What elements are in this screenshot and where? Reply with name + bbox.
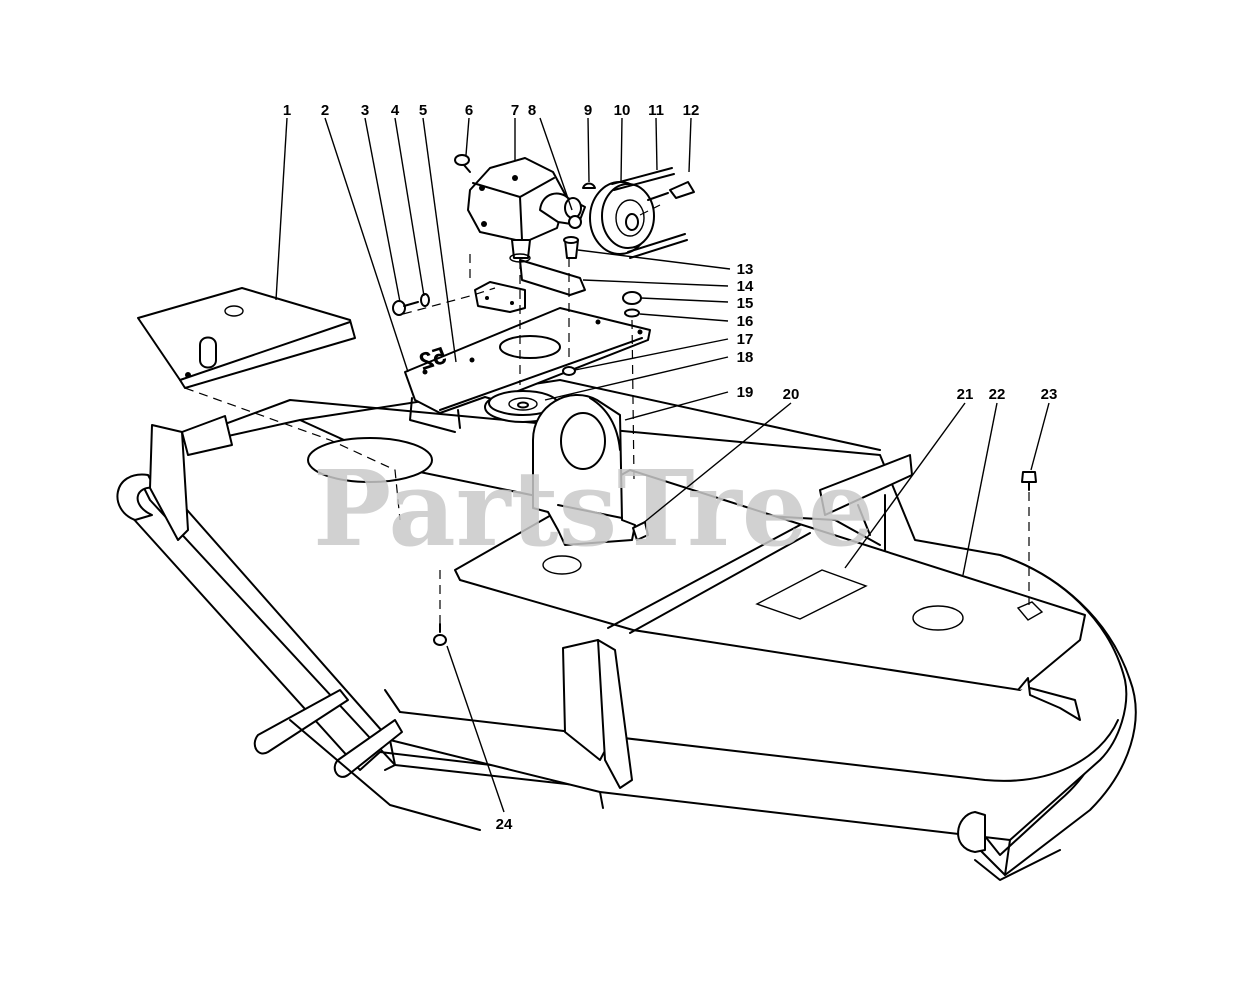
callout-24: 24 <box>496 816 513 833</box>
callout-17: 17 <box>737 331 754 348</box>
drive-pulley <box>589 181 655 255</box>
callout-16: 16 <box>737 313 754 330</box>
callout-12: 12 <box>683 102 700 119</box>
callout-23: 23 <box>1041 386 1058 403</box>
callout-14: 14 <box>737 278 754 295</box>
callout-5: 5 <box>419 102 427 119</box>
idler-bracket <box>532 394 636 546</box>
screw-13 <box>563 236 579 259</box>
front-axle-bars <box>253 689 481 831</box>
callout-19: 19 <box>737 384 754 401</box>
nut-17 <box>562 366 576 376</box>
screw-23 <box>1021 471 1037 491</box>
rear-shield-plate <box>137 287 356 389</box>
callout-13: 13 <box>737 261 754 278</box>
assembly-lines <box>184 204 1030 625</box>
callout-3: 3 <box>361 102 369 119</box>
callout-11: 11 <box>648 102 664 119</box>
callout-22: 22 <box>989 386 1006 403</box>
callout-8: 8 <box>528 102 536 119</box>
gearbox-mount-plate: 52 <box>404 307 651 433</box>
callout-6: 6 <box>465 102 473 119</box>
callout-10: 10 <box>614 102 631 119</box>
callout-2: 2 <box>321 102 329 119</box>
bolt-3 <box>392 300 419 316</box>
washer-16 <box>624 308 640 318</box>
callout-4: 4 <box>391 102 400 119</box>
callout-15: 15 <box>737 295 754 312</box>
screw-20 <box>632 521 649 541</box>
callout-18: 18 <box>737 349 754 366</box>
pulley-bolt <box>647 181 695 201</box>
rear-skid-right <box>957 811 1061 881</box>
screw-24 <box>433 623 447 646</box>
screw-6 <box>454 154 471 173</box>
nut-15 <box>622 291 642 305</box>
gearbox-bracket <box>474 259 586 313</box>
front-skid-left <box>116 415 233 541</box>
callout-labels: 1 2 3 4 5 6 7 8 9 10 11 12 13 14 15 16 1… <box>283 102 1058 833</box>
callout-21: 21 <box>957 386 974 403</box>
callout-9: 9 <box>584 102 592 119</box>
drive-belt <box>611 167 688 259</box>
key-and-washer <box>568 182 596 229</box>
callout-20: 20 <box>783 386 800 403</box>
center-baffle <box>562 454 913 789</box>
washer-4 <box>420 293 430 307</box>
callout-1: 1 <box>283 102 291 119</box>
leader-lines <box>275 117 1050 813</box>
watermark: PartsTree <box>313 447 874 570</box>
callout-7: 7 <box>511 102 519 119</box>
